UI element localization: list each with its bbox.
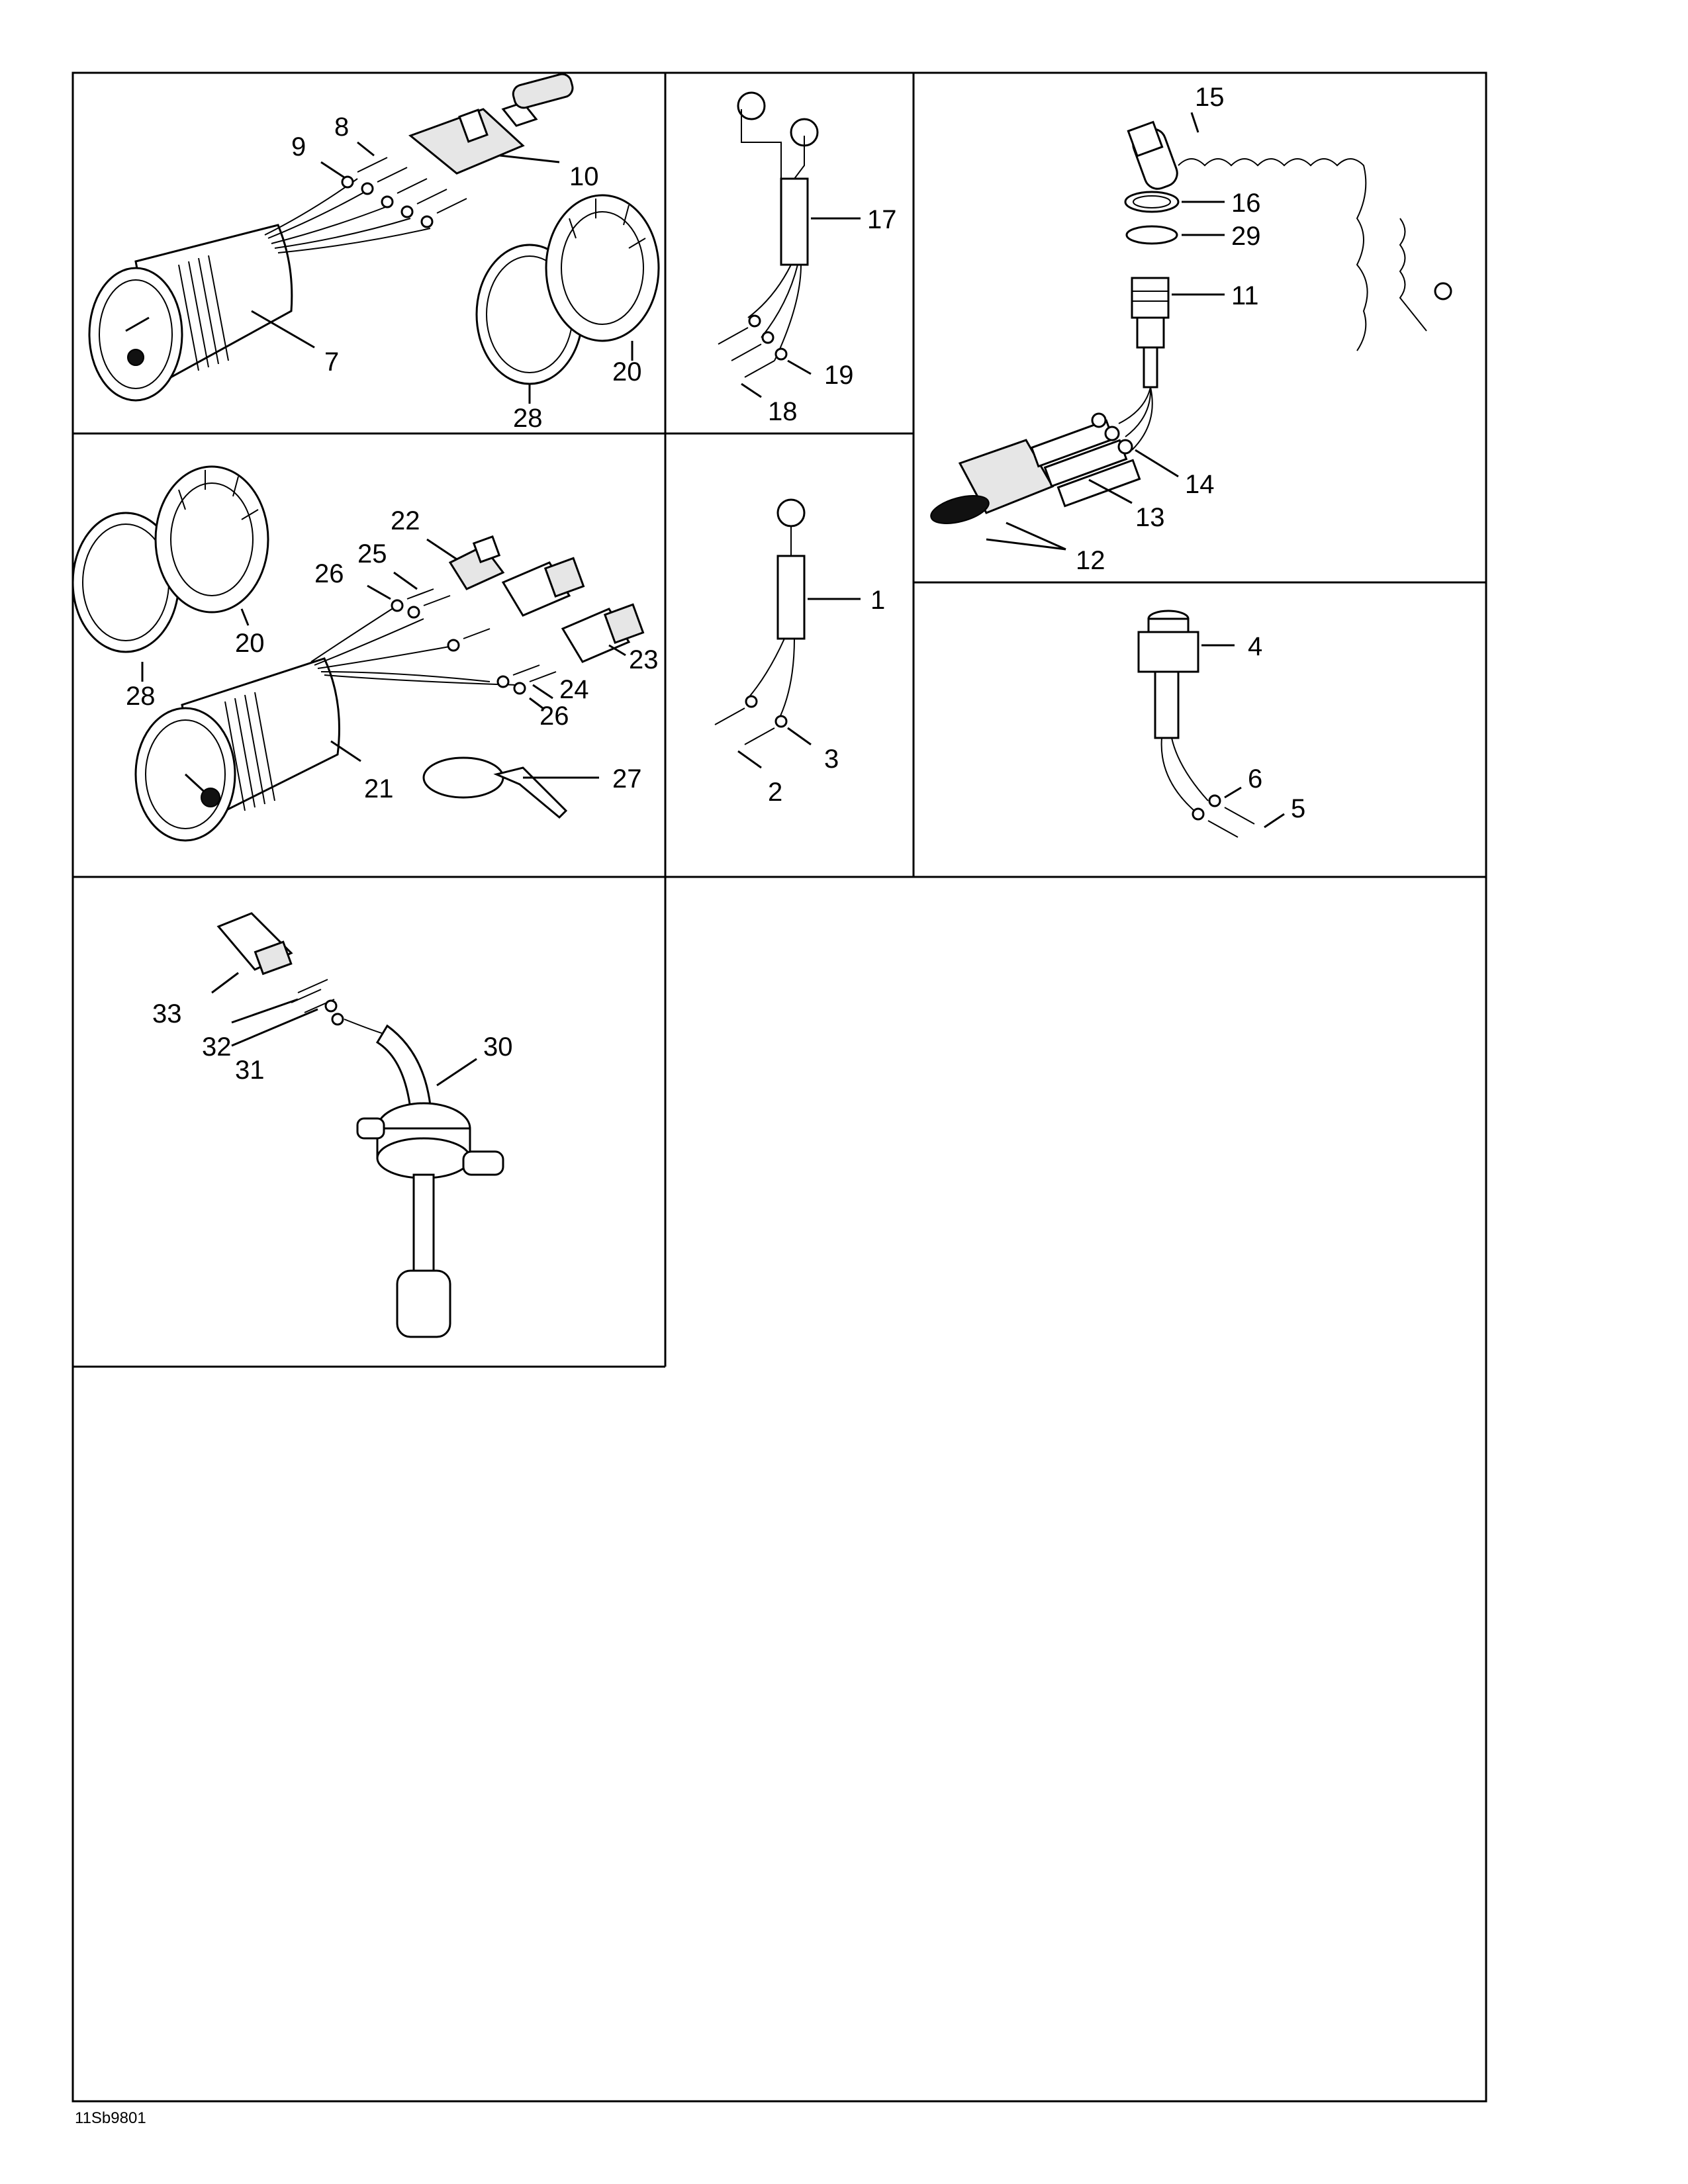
callout-12: 12	[1076, 546, 1105, 575]
callout-26a: 26	[314, 559, 344, 588]
lanyard-15	[1127, 120, 1452, 351]
leaders-panel-e	[737, 598, 861, 769]
leaders-panel-b	[741, 217, 861, 398]
callout-16: 16	[1231, 189, 1261, 218]
sensor-17	[718, 91, 819, 378]
callout-1: 1	[870, 586, 885, 615]
callout-21: 21	[364, 774, 394, 803]
leaders-panel-a	[251, 141, 633, 404]
callout-23: 23	[629, 645, 659, 674]
callout-29: 29	[1231, 222, 1261, 251]
callout-3: 3	[824, 745, 839, 774]
callout-32: 32	[202, 1032, 232, 1062]
leaders-panel-g	[211, 972, 477, 1087]
connectors-22-23	[448, 535, 645, 663]
callout-28a: 28	[513, 404, 543, 433]
terminals-24-25-26	[391, 588, 557, 695]
callout-18: 18	[768, 397, 798, 426]
rings-20-28	[475, 194, 660, 385]
callout-7: 7	[324, 347, 339, 377]
callout-9: 9	[291, 132, 306, 161]
callout-11: 11	[1231, 281, 1259, 310]
callout-19: 19	[824, 361, 854, 390]
callout-labels: 7 8 9 10 20 28 17 18 19 15 16 29 11 14 1…	[75, 83, 1305, 2127]
leaders-panel-d	[141, 538, 626, 779]
callout-26b: 26	[539, 702, 569, 731]
callout-25: 25	[357, 539, 387, 569]
gauge-wires-21	[310, 605, 517, 686]
callout-2: 2	[768, 778, 782, 807]
gauge-assembly-7	[88, 224, 293, 402]
callout-6: 6	[1248, 764, 1262, 794]
leaders-panel-f	[1201, 644, 1285, 829]
callout-31: 31	[235, 1056, 265, 1085]
callout-20b: 20	[235, 629, 265, 658]
switch-11-with-rings	[1118, 191, 1180, 451]
gauge-assembly-21	[134, 657, 340, 842]
fuel-sensor-30	[216, 912, 504, 1338]
callout-14: 14	[1185, 470, 1215, 499]
callout-28b: 28	[126, 682, 156, 711]
callout-24: 24	[559, 675, 589, 704]
connector-12-13-14	[930, 412, 1141, 524]
callout-17: 17	[867, 205, 897, 234]
callout-4: 4	[1248, 632, 1262, 661]
rings-20-28-b	[71, 465, 269, 653]
callout-8: 8	[334, 113, 349, 142]
callout-20a: 20	[612, 357, 642, 387]
callout-27: 27	[612, 764, 642, 794]
connector-10	[408, 73, 574, 175]
callout-10: 10	[569, 162, 599, 191]
callout-15: 15	[1195, 83, 1225, 112]
leaders-panel-c	[986, 112, 1225, 551]
cable-tie-27	[422, 756, 568, 819]
callout-33: 33	[152, 999, 182, 1028]
callout-30: 30	[483, 1032, 513, 1062]
drawing-code: 11Sb9801	[75, 2109, 146, 2127]
callout-22: 22	[391, 506, 420, 535]
sensor-4	[1137, 610, 1255, 838]
sensor-1	[714, 498, 806, 745]
terminals-8	[341, 157, 467, 228]
callout-13: 13	[1135, 503, 1165, 532]
panel-frame	[71, 71, 1487, 2103]
callout-5: 5	[1291, 794, 1305, 823]
